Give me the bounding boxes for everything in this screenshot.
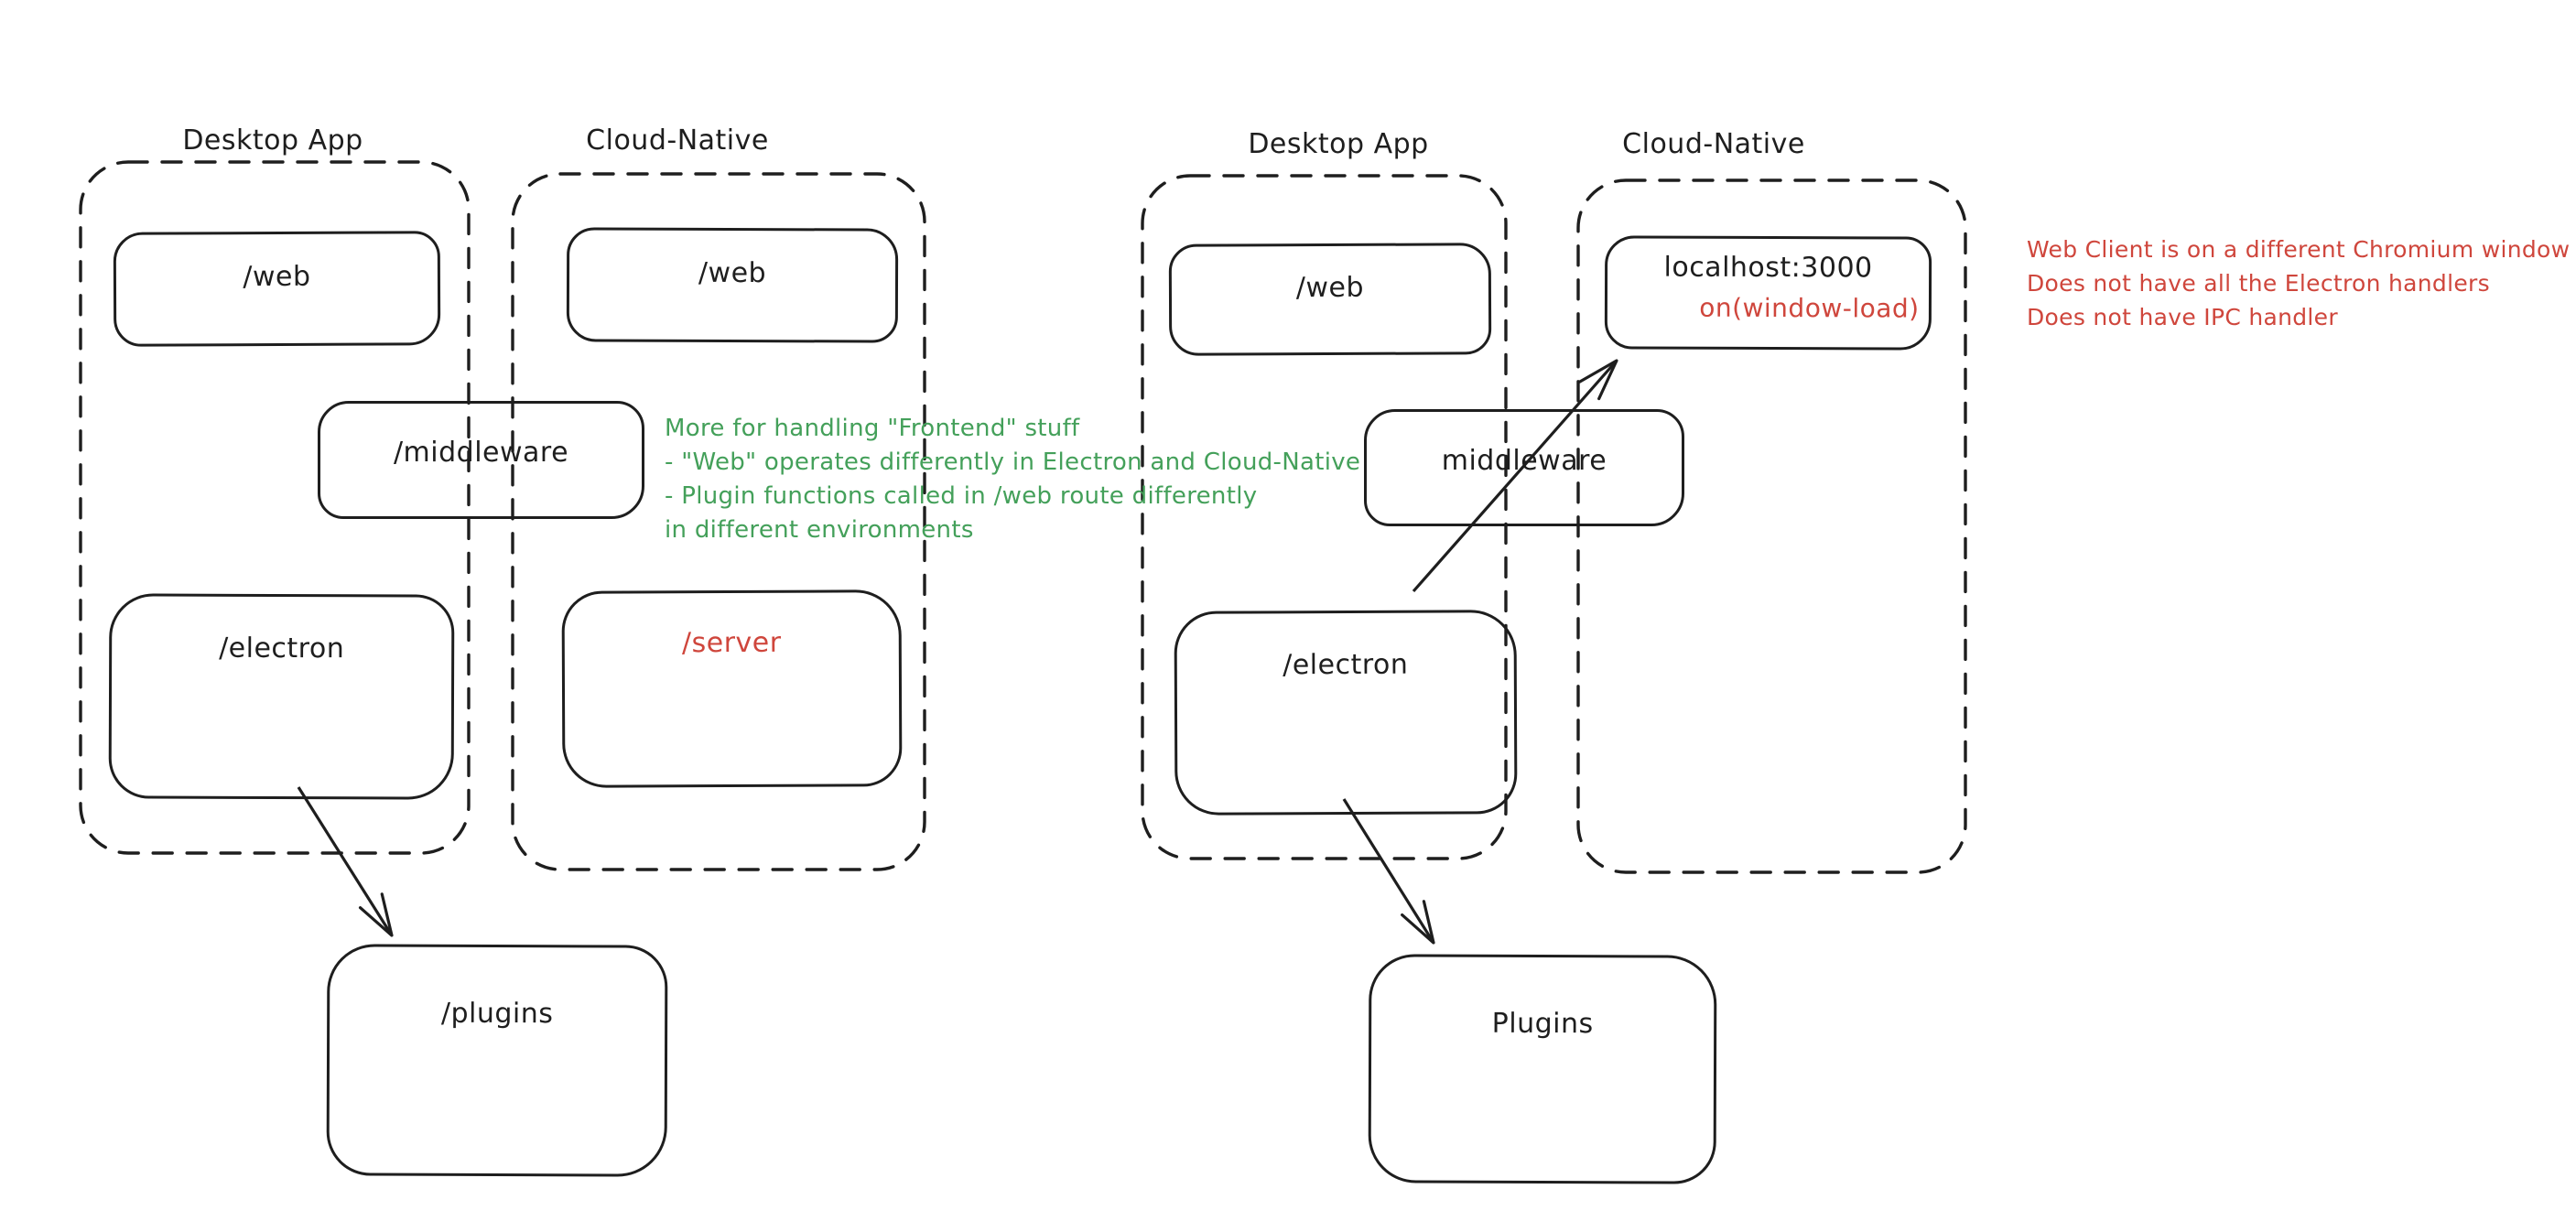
left-electron-label: /electron xyxy=(219,632,345,665)
right-localhost-event-label: on(window-load) xyxy=(1699,292,1920,324)
left-middleware-node: /middleware xyxy=(318,401,644,519)
right-middleware-label: middleware xyxy=(1441,445,1607,477)
green-annotation-line: in different environments xyxy=(665,516,974,544)
red-annotation: Web Client is on a different Chromium wi… xyxy=(2027,232,2570,334)
left-middleware-label: /middleware xyxy=(393,437,569,469)
red-annotation-line: Does not have all the Electron handlers xyxy=(2027,270,2490,297)
red-annotation-line: Web Client is on a different Chromium wi… xyxy=(2027,236,2571,263)
right-web-label: /web xyxy=(1295,271,1365,305)
left-web-desktop-label: /web xyxy=(243,260,311,294)
left-electron-node: /electron xyxy=(108,593,455,800)
green-annotation-line: More for handling "Frontend" stuff xyxy=(665,415,1080,442)
left-server-label: /server xyxy=(681,626,782,660)
right-desktop-app-title: Desktop App xyxy=(1248,128,1429,160)
right-electron-label: /electron xyxy=(1283,648,1409,682)
right-electron-to-plugins-arrow xyxy=(1342,798,1435,945)
left-web-desktop-node: /web xyxy=(113,231,441,347)
left-web-cloud-node: /web xyxy=(566,227,899,343)
right-plugins-label: Plugins xyxy=(1491,1007,1594,1041)
green-annotation-line: - "Web" operates differently in Electron… xyxy=(665,448,1361,476)
right-cloud-native-title: Cloud-Native xyxy=(1622,128,1805,160)
right-localhost-label: localhost:3000 xyxy=(1663,251,1873,285)
right-electron-node: /electron xyxy=(1174,610,1518,816)
red-annotation-line: Does not have IPC handler xyxy=(2027,304,2338,330)
green-annotation: More for handling "Frontend" stuff - "We… xyxy=(665,412,1360,547)
green-annotation-line: - Plugin functions called in /web route … xyxy=(665,482,1258,510)
left-server-node: /server xyxy=(561,589,903,788)
left-desktop-app-title: Desktop App xyxy=(182,124,363,157)
left-electron-to-plugins-arrow xyxy=(297,786,394,937)
left-plugins-node: /plugins xyxy=(326,944,668,1177)
right-localhost-node: localhost:3000 on(window-load) xyxy=(1604,235,1932,351)
right-web-node: /web xyxy=(1168,243,1492,356)
right-middleware-node: middleware xyxy=(1364,409,1684,526)
right-plugins-node: Plugins xyxy=(1368,954,1717,1184)
left-plugins-label: /plugins xyxy=(440,997,554,1031)
left-web-cloud-label: /web xyxy=(698,256,767,290)
left-cloud-native-title: Cloud-Native xyxy=(586,124,769,157)
